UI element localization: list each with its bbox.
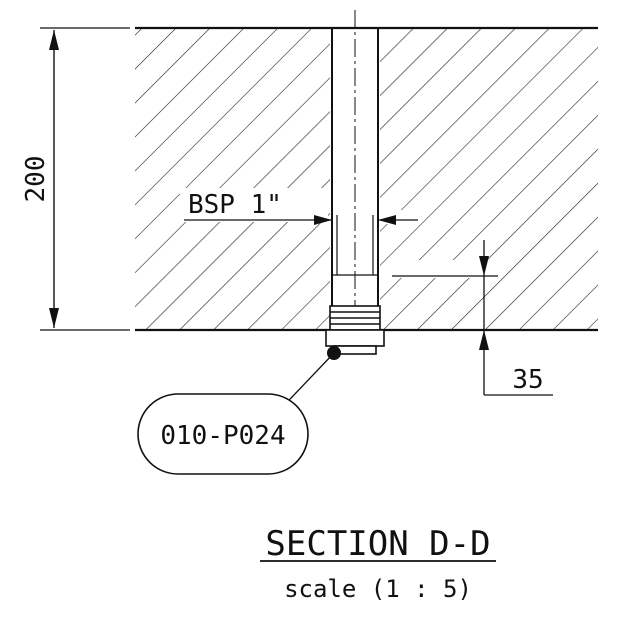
dimension-offset: [392, 240, 553, 396]
dimension-depth: [49, 30, 59, 328]
dimension-offset-label: 35: [512, 365, 543, 395]
dimension-depth-label: 200: [21, 156, 51, 203]
extension-lines-depth: [40, 27, 130, 331]
section-hatch: [135, 28, 598, 330]
thread-dimension: [184, 215, 418, 225]
fitting: [325, 305, 385, 355]
thread-label: BSP 1": [188, 190, 282, 220]
part-callout: [137, 393, 309, 475]
section-scale: scale (1 : 5): [284, 575, 472, 603]
section-title: SECTION D-D: [265, 524, 490, 564]
part-tag: 010-P024: [160, 421, 285, 451]
bore: [331, 28, 379, 310]
